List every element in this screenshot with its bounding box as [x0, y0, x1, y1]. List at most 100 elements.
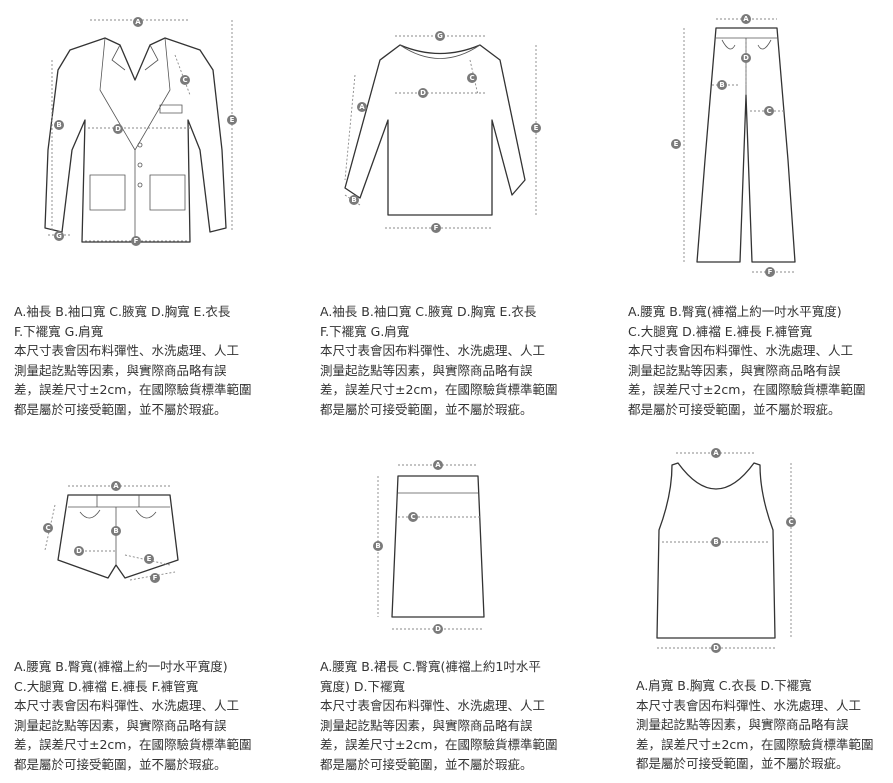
disclaimer-line: 都是屬於可接受範圍，並不屬於瑕疵。	[14, 756, 227, 772]
svg-text:D: D	[743, 54, 749, 62]
svg-text:F: F	[768, 268, 773, 276]
measurement-label: E	[531, 123, 541, 133]
disclaimer-line: 都是屬於可接受範圍，並不屬於瑕疵。	[320, 401, 533, 417]
skirt-labels: A C B D	[373, 460, 443, 634]
disclaimer-line: 差，誤差尺寸±2cm，在國際驗貨標準範圍	[14, 737, 252, 752]
disclaimer-line: 測量起訖點等因素，與實際商品略有誤	[628, 362, 841, 378]
sweater-diagram	[344, 35, 537, 229]
measurement-label: B	[111, 526, 121, 536]
measurement-label: C	[180, 75, 190, 85]
svg-text:B: B	[713, 538, 718, 546]
legend-line: A.袖長 B.袖口寬 C.腋寬 D.胸寬 E.衣長	[14, 304, 231, 319]
measurement-label: E	[671, 139, 681, 149]
shorts-description: A.腰寬 B.臀寬(褲襠上約一吋水平寬度) C.大腿寬 D.褲襠 E.褲長 F.…	[14, 657, 299, 774]
svg-text:C: C	[469, 74, 474, 82]
disclaimer-line: 本尺寸表會因布料彈性、水洗處理、人工	[636, 697, 862, 713]
svg-text:B: B	[351, 196, 356, 204]
legend-line: A.腰寬 B.臀寬(褲襠上約一吋水平寬度)	[628, 304, 842, 319]
measurement-label: D	[433, 624, 443, 634]
sweater-labels: G A C D E B F	[349, 31, 541, 233]
disclaimer-line: 本尺寸表會因布料彈性、水洗處理、人工	[320, 698, 546, 713]
svg-text:F: F	[134, 237, 139, 245]
svg-text:B: B	[56, 121, 61, 129]
legend-line: A.肩寬 B.胸寬 C.衣長 D.下襬寬	[636, 678, 812, 693]
skirt-diagram	[377, 464, 485, 630]
measurement-label: D	[113, 124, 123, 134]
measurement-label: A	[111, 481, 121, 491]
measurement-label: C	[408, 512, 418, 522]
measurement-label: F	[131, 236, 141, 246]
jacket-description: A.袖長 B.袖口寬 C.腋寬 D.胸寬 E.衣長 F.下襬寬 G.肩寬 本尺寸…	[14, 302, 299, 419]
jacket-diagram	[44, 19, 233, 243]
measurement-label: B	[373, 541, 383, 551]
svg-text:C: C	[766, 107, 771, 115]
disclaimer-line: 本尺寸表會因布料彈性、水洗處理、人工	[320, 343, 546, 358]
measurement-label: D	[74, 546, 84, 556]
legend-line: A.腰寬 B.裙長 C.臀寬(褲襠上約1吋水平	[320, 659, 541, 674]
disclaimer-line: 本尺寸表會因布料彈性、水洗處理、人工	[14, 343, 240, 358]
tank-top-description: A.肩寬 B.胸寬 C.衣長 D.下襬寬 本尺寸表會因布料彈性、水洗處理、人工 …	[636, 676, 893, 774]
disclaimer-line: 本尺寸表會因布料彈性、水洗處理、人工	[14, 698, 240, 713]
measurement-label: D	[741, 53, 751, 63]
measurement-label: D	[418, 88, 428, 98]
svg-text:C: C	[410, 513, 415, 521]
svg-text:E: E	[230, 116, 235, 124]
measurement-label: A	[741, 14, 751, 24]
disclaimer-line: 差，誤差尺寸±2cm，在國際驗貨標準範圍	[628, 382, 866, 397]
measurement-label: B	[717, 80, 727, 90]
legend-line: C.大腿寬 D.褲襠 E.褲長 F.褲管寬	[628, 323, 813, 339]
disclaimer-line: 都是屬於可接受範圍，並不屬於瑕疵。	[320, 756, 533, 772]
disclaimer-line: 測量起訖點等因素，與實際商品略有誤	[320, 717, 533, 733]
tank-top-labels: A B C D	[711, 448, 796, 653]
measurement-label: A	[433, 460, 443, 470]
disclaimer-line: 測量起訖點等因素，與實際商品略有誤	[636, 717, 849, 732]
svg-text:A: A	[713, 449, 719, 457]
svg-text:E: E	[674, 140, 679, 148]
svg-text:F: F	[434, 224, 439, 232]
measurement-label: B	[349, 195, 359, 205]
pants-labels: A D B C E F	[671, 14, 775, 277]
svg-text:B: B	[113, 527, 118, 535]
measurement-label: A	[133, 17, 143, 27]
legend-line: A.袖長 B.袖口寬 C.腋寬 D.胸寬 E.衣長	[320, 304, 537, 319]
svg-text:D: D	[435, 625, 441, 633]
measurement-label: A	[357, 102, 367, 112]
legend-line: 寬度) D.下襬寬	[320, 678, 405, 694]
measurement-label: C	[43, 523, 53, 533]
measurement-label: E	[227, 115, 237, 125]
disclaimer-line: 差，誤差尺寸±2cm，在國際驗貨標準範圍	[636, 736, 874, 752]
shorts-labels: A C B D E F	[43, 481, 160, 583]
svg-text:A: A	[359, 103, 365, 111]
svg-text:D: D	[76, 547, 82, 555]
svg-text:E: E	[534, 124, 539, 132]
svg-text:G: G	[56, 232, 62, 240]
measurement-label: F	[150, 573, 160, 583]
svg-text:D: D	[713, 644, 719, 652]
disclaimer-line: 都是屬於可接受範圍，並不屬於瑕疵。	[636, 756, 849, 771]
measurement-label: E	[144, 554, 154, 564]
svg-text:A: A	[743, 15, 749, 23]
sweater-description: A.袖長 B.袖口寬 C.腋寬 D.胸寬 E.衣長 F.下襬寬 G.肩寬 本尺寸…	[320, 302, 605, 419]
disclaimer-line: 測量起訖點等因素，與實際商品略有誤	[14, 717, 227, 733]
disclaimer-line: 差，誤差尺寸±2cm，在國際驗貨標準範圍	[320, 737, 558, 752]
svg-text:D: D	[115, 125, 121, 133]
svg-text:A: A	[113, 482, 119, 490]
disclaimer-line: 都是屬於可接受範圍，並不屬於瑕疵。	[14, 401, 227, 417]
disclaimer-line: 差，誤差尺寸±2cm，在國際驗貨標準範圍	[14, 382, 252, 397]
measurement-label: G	[435, 31, 445, 41]
legend-line: C.大腿寬 D.褲襠 E.褲長 F.褲管寬	[14, 678, 199, 694]
tank-top-diagram	[656, 452, 792, 649]
measurement-label: D	[711, 643, 721, 653]
measurement-label: C	[764, 106, 774, 116]
svg-text:D: D	[420, 89, 426, 97]
disclaimer-line: 測量起訖點等因素，與實際商品略有誤	[14, 362, 227, 378]
svg-text:C: C	[788, 518, 793, 526]
measurement-label: F	[431, 223, 441, 233]
measurement-label: B	[711, 537, 721, 547]
skirt-description: A.腰寬 B.裙長 C.臀寬(褲襠上約1吋水平 寬度) D.下襬寬 本尺寸表會因…	[320, 657, 605, 774]
legend-line: F.下襬寬 G.肩寬	[320, 323, 410, 339]
measurement-label: B	[54, 120, 64, 130]
pants-description: A.腰寬 B.臀寬(褲襠上約一吋水平寬度) C.大腿寬 D.褲襠 E.褲長 F.…	[628, 302, 893, 419]
pants-diagram	[683, 18, 796, 273]
